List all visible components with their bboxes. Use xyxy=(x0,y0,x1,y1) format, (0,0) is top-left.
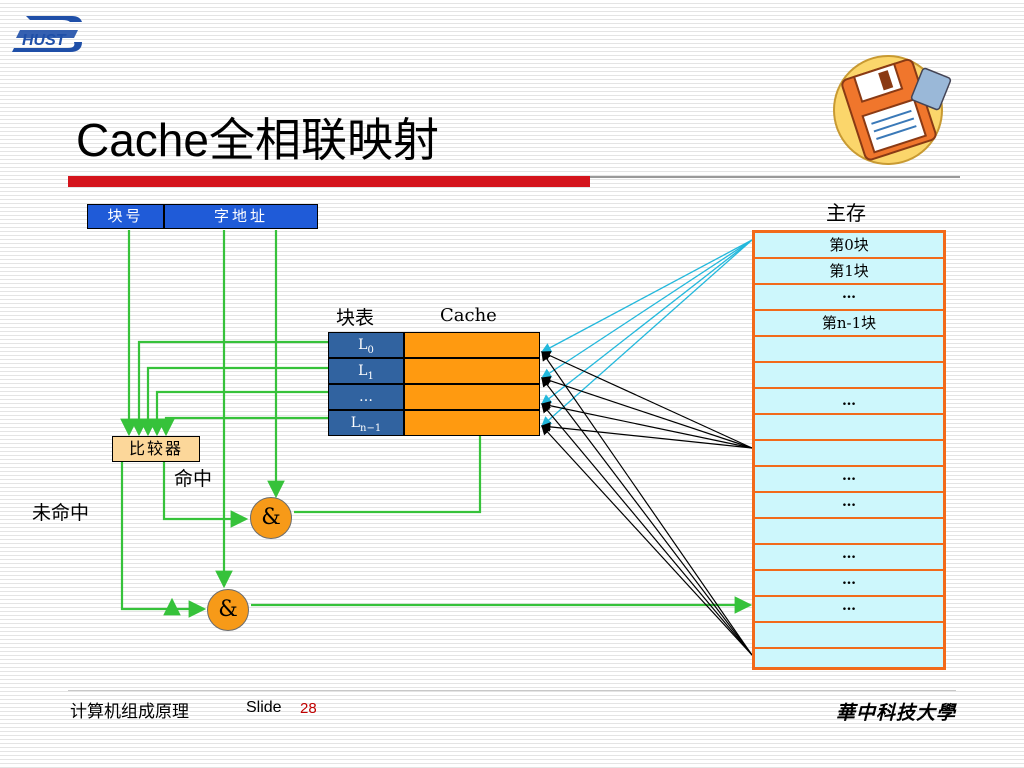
tag-table-label: 块表 xyxy=(336,307,375,329)
hit-label: 命中 xyxy=(174,468,213,490)
main-memory: 第0块 第1块 … 第n-1块 … … … … … … xyxy=(752,230,946,670)
and-gate-miss: & xyxy=(207,589,249,631)
cache-line xyxy=(404,384,540,410)
title-underline-bar xyxy=(68,176,590,187)
cache-line xyxy=(404,410,540,436)
memory-block: 第0块 xyxy=(755,233,943,259)
logo-text: HUST xyxy=(22,32,67,49)
memory-block xyxy=(755,415,943,441)
memory-block: … xyxy=(755,285,943,311)
slide-title: Cache全相联映射 xyxy=(76,114,439,166)
cache-label: Cache xyxy=(440,305,497,326)
footer-rule xyxy=(68,690,956,691)
memory-block: … xyxy=(755,389,943,415)
memory-block: … xyxy=(755,493,943,519)
word-address-field: 字地址 xyxy=(164,204,318,229)
university-name: 華中科技大學 xyxy=(836,702,957,724)
tag-line-0 xyxy=(130,340,328,437)
cache-line xyxy=(404,358,540,384)
memory-block: … xyxy=(755,571,943,597)
memory-block xyxy=(755,337,943,363)
tag-entry: … xyxy=(328,384,404,410)
tag-table: L0 L1 … Ln−1 xyxy=(328,332,404,436)
memory-block xyxy=(755,519,943,545)
tag-entry: L0 xyxy=(328,332,404,358)
tag-entry: L1 xyxy=(328,358,404,384)
block-number-field: 块号 xyxy=(87,204,164,229)
memory-block: 第1块 xyxy=(755,259,943,285)
tag-line-2 xyxy=(148,390,328,437)
address-register: 块号 字地址 xyxy=(87,204,318,229)
memory-block: 第n-1块 xyxy=(755,311,943,337)
tag-line-3 xyxy=(157,416,328,437)
tag-line-1 xyxy=(139,366,328,437)
cache-table xyxy=(404,332,540,436)
memory-block: … xyxy=(755,545,943,571)
footer-slide-number: 28 xyxy=(300,700,317,717)
floppy-disk-icon xyxy=(833,55,952,165)
memory-block xyxy=(755,623,943,649)
hit-line xyxy=(162,462,249,528)
main-memory-label: 主存 xyxy=(826,201,866,225)
footer-slide-label: Slide xyxy=(246,699,282,716)
comparator: 比较器 xyxy=(112,436,200,462)
cache-line xyxy=(404,332,540,358)
miss-label: 未命中 xyxy=(32,502,90,524)
footer-course-name: 计算机组成原理 xyxy=(70,702,189,722)
hust-logo: HUST xyxy=(12,16,82,52)
memory-block xyxy=(755,441,943,467)
and-gate-hit: & xyxy=(250,497,292,539)
title-underline-rule xyxy=(590,176,960,178)
memory-block xyxy=(755,363,943,389)
memory-block: … xyxy=(755,597,943,623)
memory-block: … xyxy=(755,467,943,493)
tag-entry: Ln−1 xyxy=(328,410,404,436)
